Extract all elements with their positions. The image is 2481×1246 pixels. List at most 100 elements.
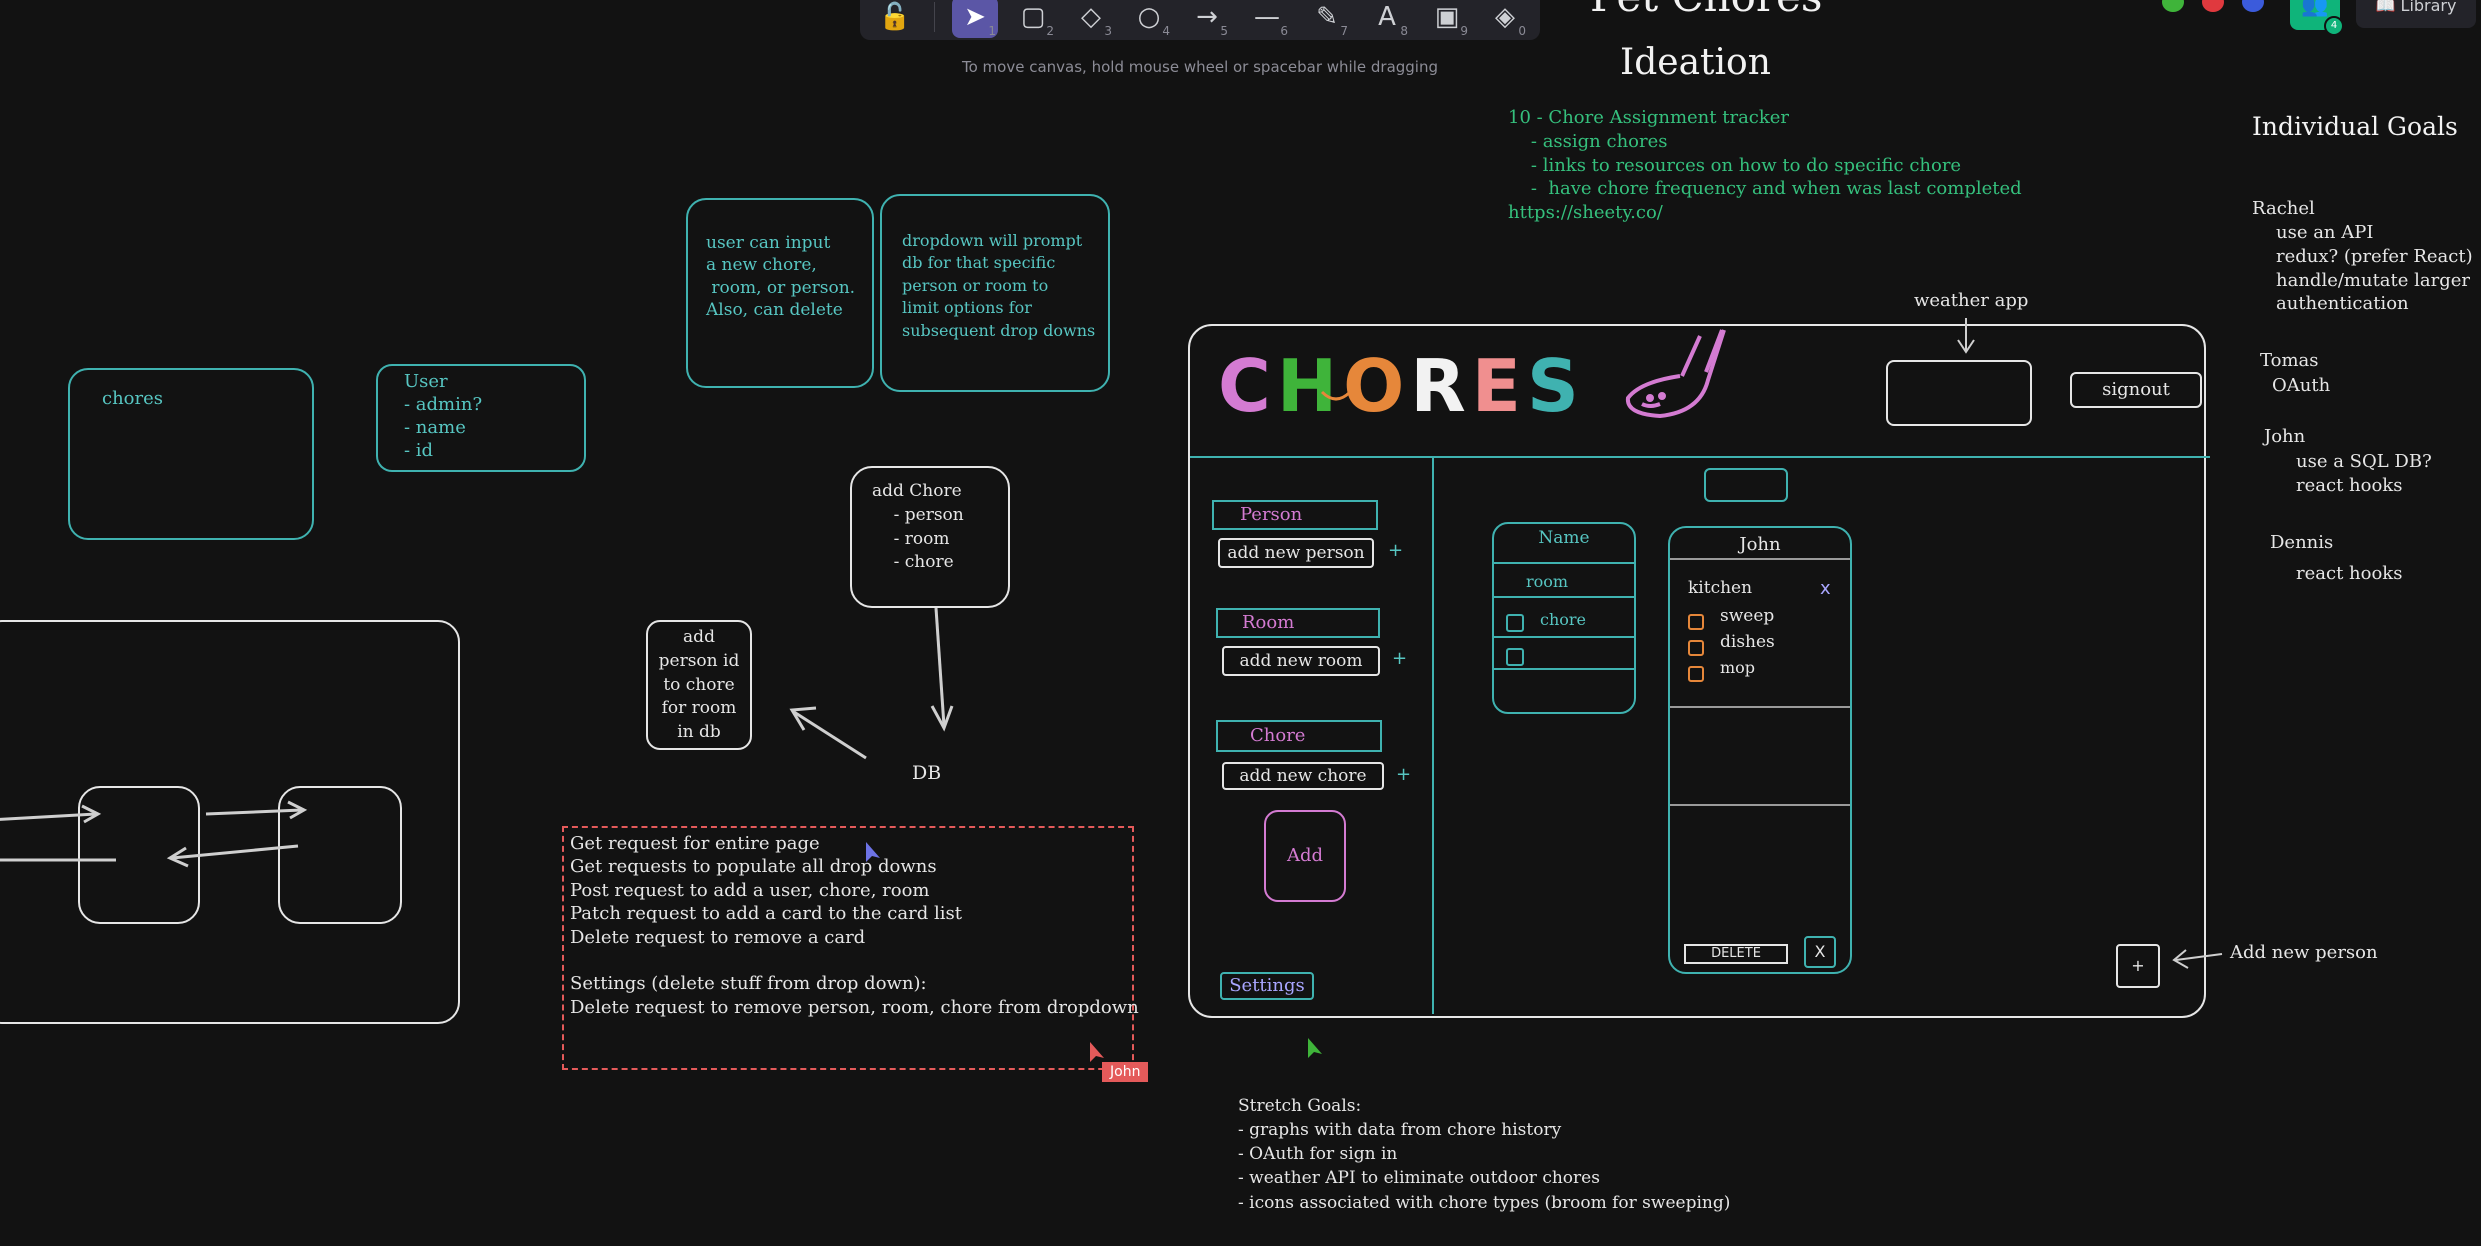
add-person-plus[interactable]: + — [1388, 540, 1404, 561]
collaborate-button[interactable]: 👥 4 — [2290, 0, 2344, 36]
tool-shortcut-number: 2 — [1046, 24, 1054, 38]
draw-tool[interactable]: ✎7 — [1304, 0, 1350, 38]
logo-letter-r: R — [1410, 344, 1472, 428]
add-room-plus[interactable]: + — [1392, 648, 1408, 669]
card-john-name: John — [1739, 534, 1781, 555]
users-icon: 👥 — [2301, 0, 2329, 18]
rectangle-tool[interactable]: ▢2 — [1010, 0, 1056, 38]
stretch-goals: Stretch Goals: - graphs with data from c… — [1238, 1096, 1731, 1213]
card-john-divider-3 — [1670, 804, 1850, 806]
chore-checkbox-mop[interactable] — [1688, 666, 1704, 682]
weather-app-label: weather app — [1914, 290, 2029, 311]
image-tool[interactable]: ▣9 — [1424, 0, 1470, 38]
add-person-box[interactable]: add person id to chore for room in db — [646, 620, 752, 750]
requests-box[interactable]: Get request for entire page Get requests… — [562, 826, 1139, 1070]
card-template-divider-4 — [1494, 668, 1634, 670]
settings-button[interactable]: Settings — [1220, 972, 1314, 1000]
goal-name-rachel: Rachel — [2252, 198, 2315, 219]
add-new-room-input[interactable]: add new room — [1222, 646, 1380, 676]
tool-shortcut-number: 5 — [1220, 24, 1228, 38]
chore-checkbox-dishes[interactable] — [1688, 640, 1704, 656]
add-card-button[interactable]: + — [2116, 944, 2160, 988]
add-button[interactable]: Add — [1264, 810, 1346, 902]
weather-widget[interactable] — [1886, 360, 2032, 426]
add-new-person-input[interactable]: add new person — [1218, 538, 1374, 568]
diagram-node-left[interactable] — [78, 786, 200, 924]
input-note-box[interactable]: user can input a new chore, room, or per… — [686, 198, 874, 388]
book-icon: 📖 — [2375, 0, 2396, 15]
db-label: DB — [912, 762, 942, 784]
requests-text: Get request for entire page Get requests… — [570, 833, 1139, 1018]
mockup-top-pill[interactable] — [1704, 468, 1788, 502]
tool-shortcut-number: 9 — [1460, 24, 1468, 38]
line-icon: — — [1254, 2, 1280, 32]
person-select[interactable]: Person — [1212, 500, 1378, 530]
card-john-x-button[interactable]: X — [1804, 936, 1836, 968]
chore-label-dishes: dishes — [1720, 632, 1775, 652]
eraser-icon: ◈ — [1495, 2, 1515, 32]
partial-title: Pet Chores — [1590, 0, 1822, 21]
card-john-delete-button[interactable]: DELETE — [1684, 944, 1788, 964]
add-chore-text: add Chore - person - room - chore — [872, 481, 964, 573]
add-chore-plus[interactable]: + — [1396, 764, 1412, 785]
diagram-frame[interactable] — [0, 620, 460, 1024]
user-box[interactable]: User - admin? - name - id — [376, 364, 586, 472]
card-template-divider-3 — [1494, 636, 1634, 638]
chores-label: chores — [102, 388, 164, 409]
collaborator-avatar-red[interactable] — [2202, 0, 2224, 12]
add-new-person-label: Add new person — [2230, 942, 2378, 963]
select-tool[interactable]: ➤1 — [952, 0, 998, 38]
collaborator-avatar-blue[interactable] — [2242, 0, 2264, 12]
goal-name-john: John — [2264, 426, 2306, 447]
signout-button[interactable]: signout — [2070, 372, 2202, 408]
collaborator-avatar-green[interactable] — [2162, 0, 2184, 12]
lock-tool[interactable]: 🔓 — [872, 0, 918, 38]
card-john-divider-2 — [1670, 706, 1850, 708]
cursor-green — [1308, 1038, 1322, 1058]
chore-select[interactable]: Chore — [1216, 720, 1382, 752]
chore-checkbox-sweep[interactable] — [1688, 614, 1704, 630]
add-chore-box[interactable]: add Chore - person - room - chore — [850, 466, 1010, 608]
library-button[interactable]: 📖 Library — [2356, 0, 2476, 28]
canvas-hint: To move canvas, hold mouse wheel or spac… — [962, 58, 1438, 76]
arrow-add-chore-to-db — [934, 607, 946, 727]
chore-label-sweep: sweep — [1720, 606, 1775, 626]
add-person-text: add person id to chore for room in db — [658, 627, 740, 743]
logo-letter-h: H — [1276, 344, 1344, 428]
dropdown-note-box[interactable]: dropdown will prompt db for that specifi… — [880, 194, 1110, 392]
diamond-tool[interactable]: ◇3 — [1068, 0, 1114, 38]
card-template[interactable]: Name room chore — [1492, 522, 1636, 714]
tool-shortcut-number: 7 — [1340, 24, 1348, 38]
line-tool[interactable]: —6 — [1244, 0, 1290, 38]
card-template-checkbox-2[interactable] — [1506, 648, 1524, 666]
room-select[interactable]: Room — [1216, 608, 1380, 638]
input-note-text: user can input a new chore, room, or per… — [706, 233, 856, 321]
ellipse-tool[interactable]: ○4 — [1126, 0, 1172, 38]
chores-box[interactable]: chores — [68, 368, 314, 540]
logo-letter-e: E — [1471, 344, 1527, 428]
ideation-notes: 10 - Chore Assignment tracker - assign c… — [1508, 107, 2022, 223]
tool-shortcut-number: 0 — [1518, 24, 1526, 38]
ideation-title: Ideation — [1620, 42, 1771, 83]
arrow-tool[interactable]: →5 — [1184, 0, 1230, 38]
chores-logo: CHORES — [1218, 344, 1585, 428]
card-john[interactable]: John kitchen x sweep dishes mop DELETE X — [1668, 526, 1852, 974]
card-template-divider — [1494, 562, 1634, 564]
card-template-chore: chore — [1540, 610, 1587, 629]
goal-name-tomas: Tomas — [2260, 350, 2319, 371]
lock-icon: 🔓 — [878, 2, 912, 32]
mockup-frame[interactable] — [1188, 324, 2206, 1018]
diamond-icon: ◇ — [1081, 2, 1101, 32]
add-new-chore-input[interactable]: add new chore — [1222, 762, 1384, 790]
eraser-tool[interactable]: ◈0 — [1482, 0, 1528, 38]
card-template-divider-2 — [1494, 596, 1634, 598]
mockup-sidebar-divider — [1432, 458, 1434, 1014]
card-template-checkbox[interactable] — [1506, 614, 1524, 632]
john-cursor-tag: John — [1102, 1062, 1149, 1082]
close-icon[interactable]: x — [1820, 578, 1831, 599]
diagram-node-right[interactable] — [278, 786, 402, 924]
ellipse-icon: ○ — [1137, 2, 1161, 32]
text-icon: A — [1378, 2, 1396, 32]
